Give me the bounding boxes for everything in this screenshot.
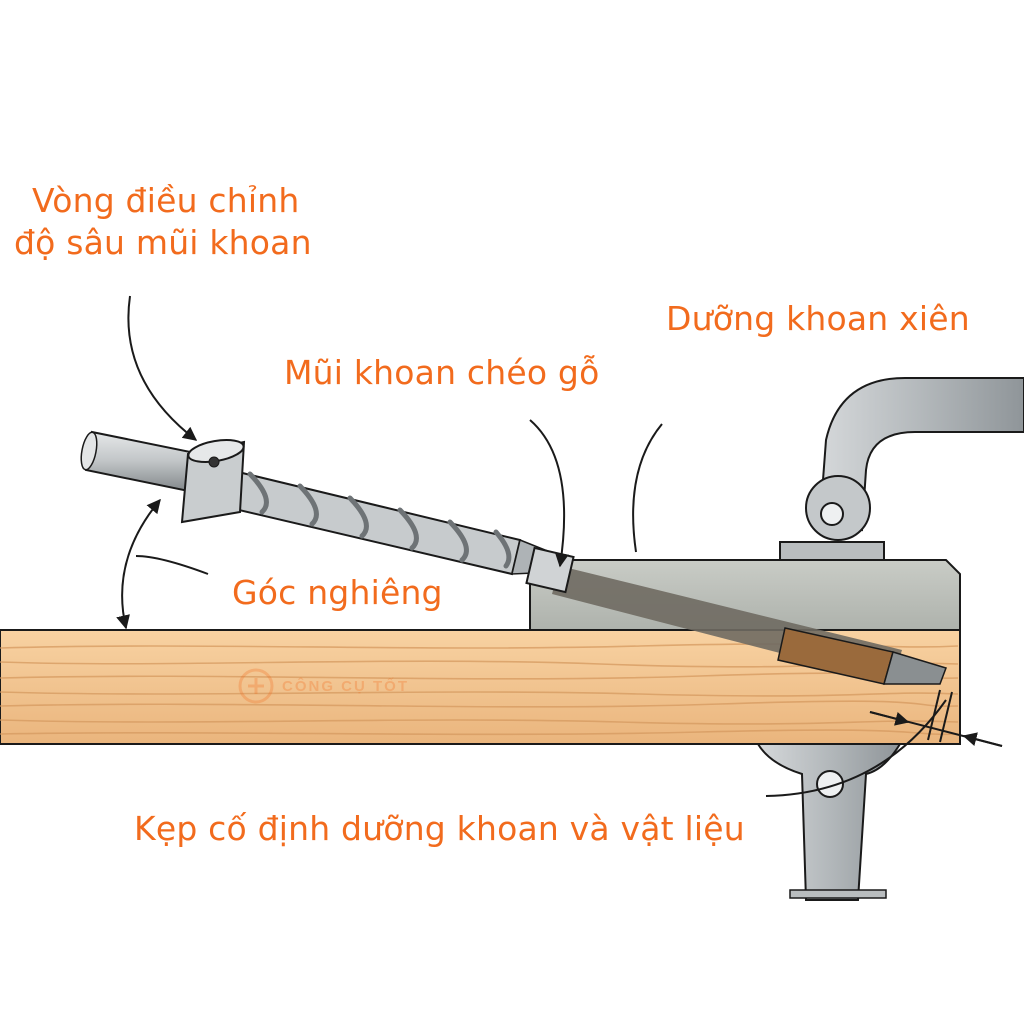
guide-bushing bbox=[525, 546, 575, 594]
label-angle: Góc nghiêng bbox=[232, 573, 443, 612]
clamp-pad-top bbox=[779, 541, 885, 561]
drill-bit bbox=[80, 430, 561, 576]
watermark-logo-icon bbox=[238, 668, 274, 704]
clamp-lower-arm bbox=[756, 743, 902, 901]
clamp-lower-pivot bbox=[816, 770, 844, 798]
clamp-upper-arm bbox=[779, 377, 1024, 561]
label-jig: Dưỡng khoan xiên bbox=[666, 299, 970, 338]
label-depth-collar: Vòng điều chỉnh độ sâu mũi khoan bbox=[14, 180, 312, 264]
label-depth-collar-line1: Vòng điều chỉnh bbox=[32, 181, 300, 220]
watermark-text: CÔNG CỤ TỐT bbox=[282, 677, 409, 695]
angle-arc bbox=[116, 498, 161, 630]
angle-pointer bbox=[135, 555, 209, 575]
jig-leader bbox=[632, 423, 663, 553]
clamp-leader bbox=[765, 699, 947, 797]
watermark: CÔNG CỤ TỐT bbox=[236, 666, 409, 706]
depth-stop-collar bbox=[180, 439, 246, 524]
label-drill-bit: Mũi khoan chéo gỗ bbox=[284, 353, 600, 392]
dimension-arrow-left bbox=[869, 711, 910, 726]
collar-leader bbox=[127, 295, 198, 441]
dimension-arrow-right bbox=[962, 732, 1003, 747]
label-clamp: Kẹp cố định dưỡng khoan và vật liệu bbox=[134, 809, 745, 848]
dowel-in-board bbox=[777, 627, 947, 685]
label-depth-collar-line2: độ sâu mũi khoan bbox=[14, 223, 312, 262]
bit-leader bbox=[529, 419, 569, 568]
